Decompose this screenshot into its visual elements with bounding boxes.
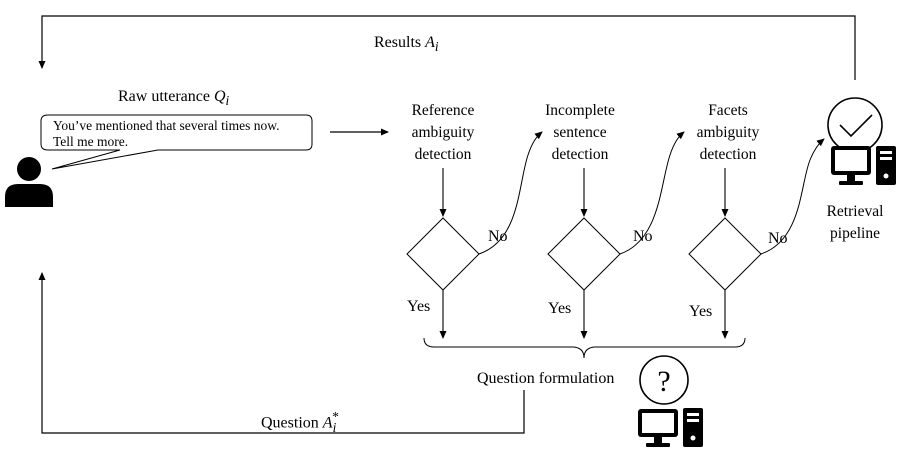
merge-brace — [423, 337, 746, 359]
results-loop-arrow — [38, 15, 856, 80]
computer-question-icon: ? — [638, 355, 703, 447]
results-var: A — [425, 34, 435, 51]
no-arrow-1 — [478, 131, 543, 255]
speech-bubble — [40, 114, 313, 170]
decision-diamond-2 — [547, 217, 621, 291]
step1-line3: detection — [414, 146, 472, 163]
step1-line2: ambiguity — [411, 124, 475, 141]
bubble-line-1: You’ve mentioned that several times now. — [53, 118, 280, 133]
decision-diamond-3 — [688, 217, 762, 291]
question-label: Question Ai* — [261, 406, 339, 438]
decision-diamond-1 — [406, 217, 480, 291]
step3-line2: ambiguity — [696, 124, 760, 141]
question-var: A — [322, 414, 333, 432]
results-label: Results Ai — [374, 32, 439, 57]
raw-utterance-sub: i — [225, 93, 230, 109]
question-sub: i — [332, 419, 337, 435]
step-reference-ambiguity: Reference ambiguity detection — [383, 100, 503, 166]
step2-line3: detection — [551, 146, 609, 163]
retrieval-line2: pipeline — [830, 225, 880, 242]
step2-line1: Incomplete — [545, 102, 615, 119]
raw-utterance-label: Raw utterance Qi — [118, 86, 229, 111]
person-icon — [5, 157, 53, 207]
retrieval-line1: Retrieval — [826, 203, 884, 220]
no-label-1: No — [488, 228, 508, 245]
results-text: Results — [374, 34, 422, 51]
raw-utterance-text: Raw utterance — [118, 88, 210, 105]
no-label-2: No — [633, 228, 653, 245]
results-sub: i — [434, 39, 439, 55]
no-arrow-2 — [619, 131, 685, 255]
step1-line1: Reference — [411, 102, 475, 119]
question-loop-arrow — [38, 272, 525, 434]
yes-label-3: Yes — [689, 303, 713, 320]
yes-label-2: Yes — [548, 300, 572, 317]
step-incomplete-sentence: Incomplete sentence detection — [520, 100, 640, 166]
bubble-line-2: Tell me more. — [53, 134, 129, 149]
no-arrow-3 — [760, 138, 825, 255]
yes-label-1: Yes — [407, 298, 431, 315]
no-label-3: No — [768, 230, 788, 247]
computer-check-icon — [827, 97, 896, 185]
step2-line2: sentence — [553, 124, 607, 141]
step3-line3: detection — [699, 146, 757, 163]
retrieval-pipeline-label: Retrieval pipeline — [795, 201, 904, 245]
step3-line1: Facets — [708, 102, 748, 119]
raw-utterance-var: Q — [213, 88, 226, 105]
question-text: Question — [261, 414, 319, 432]
question-sup: * — [332, 409, 339, 424]
question-formulation-label: Question formulation — [477, 370, 615, 387]
svg-text:?: ? — [657, 365, 670, 398]
step-facets-ambiguity: Facets ambiguity detection — [668, 100, 788, 166]
